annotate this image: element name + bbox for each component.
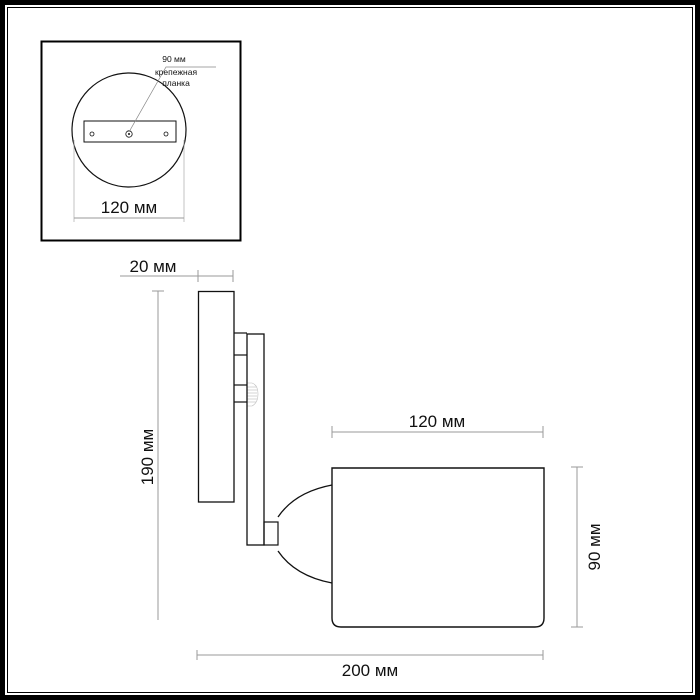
mount-plan-inset: 90 мм крепежная планка 120 мм: [40, 40, 242, 242]
height-label: 190 мм: [138, 429, 157, 485]
wall-plate: [197, 290, 235, 503]
shade-length-label: 120 мм: [409, 412, 465, 431]
lamp-side-view: [197, 290, 545, 628]
adjustment-knob: [247, 382, 259, 407]
lamp-neck: [263, 521, 279, 546]
screw-hole-left: [89, 131, 95, 137]
holder-curve-bottom: [277, 550, 333, 584]
dimension-200mm: 200 мм: [196, 650, 544, 680]
total-length-label: 200 мм: [342, 661, 398, 680]
screw-hole-right: [163, 131, 169, 137]
diameter-label: 120 мм: [101, 198, 157, 217]
shade-height-label: 90 мм: [585, 523, 604, 570]
dimension-20mm: 20 мм: [120, 257, 234, 282]
screw-hole-center: [125, 130, 133, 138]
base-circle: [71, 72, 187, 188]
callout-text-2: крепежная: [155, 67, 198, 77]
callout-text-3: планка: [162, 78, 190, 88]
lamp-arm: [246, 333, 265, 546]
callout-leader-line: [128, 66, 216, 133]
dimension-190mm: 190 мм: [138, 290, 164, 620]
mounting-plate: [83, 120, 177, 143]
inner-frame: [7, 7, 693, 693]
callout-text-1: 90 мм: [162, 54, 186, 64]
mount-depth-label: 20 мм: [129, 257, 176, 276]
dimension-120mm-shade: 120 мм: [331, 412, 544, 438]
lamp-shade: [331, 467, 545, 628]
screw-hole-center-dot: [128, 133, 130, 135]
dimension-90mm: 90 мм: [571, 466, 604, 628]
holder-curve-top: [277, 484, 333, 518]
